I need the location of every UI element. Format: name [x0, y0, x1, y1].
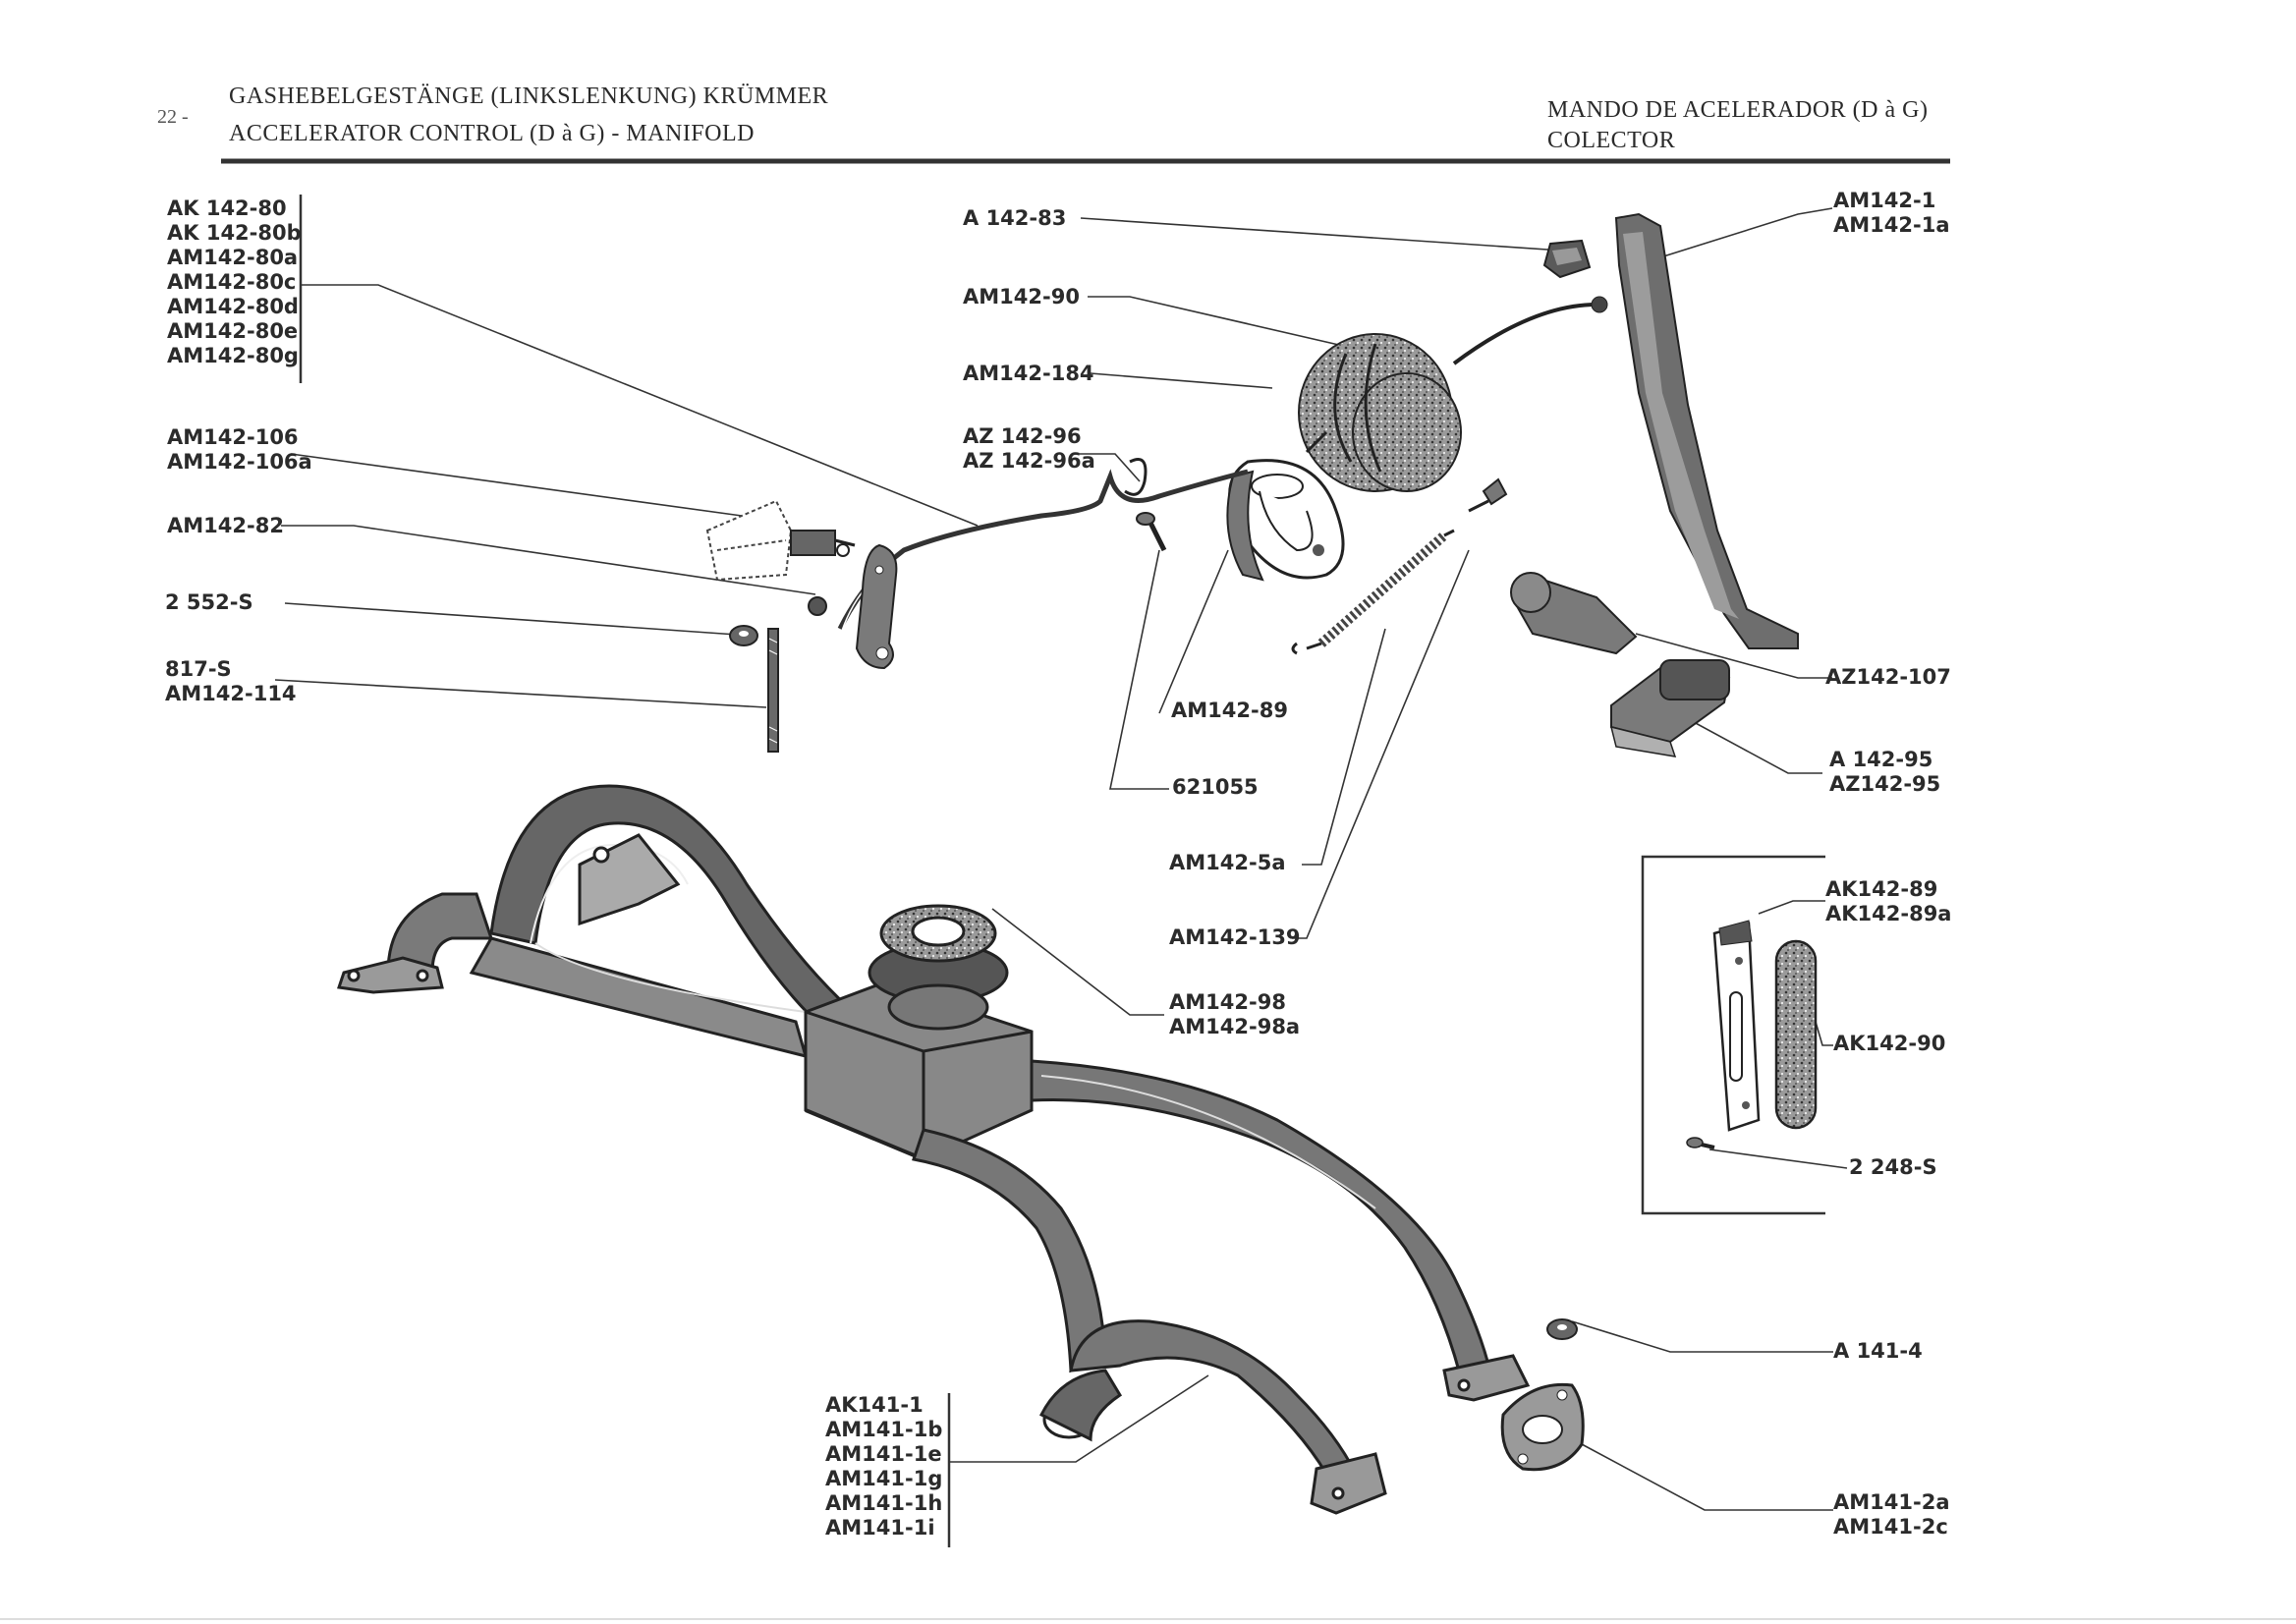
nut [729, 625, 758, 646]
label-2552-s: 2 552-S [165, 590, 253, 614]
label-am142-82: AM142-82 [167, 514, 284, 537]
header-title-spanish-1: MANDO DE ACELERADOR (D à G) [1547, 97, 1929, 123]
throttle-bracket [705, 499, 793, 582]
label-817-s-group: 817-S AM142-114 [165, 657, 297, 705]
pedal-pad [1510, 572, 1638, 655]
label-az142-96-group: AZ 142-96 AZ 142-96a [963, 424, 1095, 473]
stud [767, 628, 779, 753]
label-am142-98-group: AM142-98 AM142-98a [1169, 990, 1301, 1038]
label-am142-5a: AM142-5a [1169, 851, 1286, 874]
label-ak142-80-group: AK 142-80 AK 142-80b AM142-80a AM142-80c… [167, 196, 302, 367]
inset-screw [1686, 1137, 1715, 1149]
rod-clip [1124, 458, 1148, 496]
label-ak142-89-group: AK142-89 AK142-89a [1825, 877, 1952, 925]
manifold-nut [1546, 1318, 1578, 1340]
pedal-lever [1614, 212, 1799, 649]
label-am142-1-group: AM142-1 AM142-1a [1833, 189, 1950, 237]
rubber-boot [1298, 296, 1608, 492]
floor-plate [1226, 459, 1345, 582]
throttle-clamp [790, 530, 856, 557]
header-title-english: ACCELERATOR CONTROL (D à G) - MANIFOLD [229, 121, 755, 146]
label-2248-s: 2 248-S [1849, 1155, 1937, 1179]
stop-block [1542, 239, 1592, 279]
washer [808, 596, 827, 616]
throttle-lever [855, 543, 898, 670]
label-a142-83: A 142-83 [963, 206, 1067, 230]
label-ak141-1-group: AK141-1 AM141-1b AM141-1e AM141-1g AM141… [825, 1393, 943, 1540]
leader-lines [274, 207, 1848, 1511]
label-bracket-bars [299, 195, 951, 1547]
pedal-hinge [1609, 659, 1731, 757]
return-spring [1291, 529, 1455, 655]
page-number: 22 - [157, 106, 189, 128]
label-az142-107: AZ142-107 [1825, 665, 1951, 689]
label-am142-90: AM142-90 [963, 285, 1080, 308]
spring-clip [1468, 477, 1508, 513]
label-a141-4: A 141-4 [1833, 1339, 1923, 1363]
label-am142-139: AM142-139 [1169, 925, 1301, 949]
header-title-german: GASHEBELGESTÄNGE (LINKSLENKUNG) KRÜMMER [229, 84, 829, 109]
label-a142-95-group: A 142-95 AZ142-95 [1829, 748, 1941, 796]
exhaust-gasket [1500, 1382, 1585, 1472]
label-am142-89: AM142-89 [1171, 699, 1288, 722]
inset-gasket [1774, 939, 1818, 1130]
label-621055: 621055 [1172, 775, 1259, 799]
header-title-spanish-2: COLECTOR [1547, 128, 1676, 153]
label-am141-2-group: AM141-2a AM141-2c [1833, 1490, 1950, 1539]
manifold [337, 784, 1531, 1515]
label-am142-184: AM142-184 [963, 362, 1094, 385]
label-ak142-90: AK142-90 [1833, 1032, 1946, 1055]
screw [1136, 512, 1167, 552]
label-am142-106-group: AM142-106 AM142-106a [167, 425, 312, 474]
inset-plate [1712, 920, 1761, 1132]
inset-frame [1641, 855, 1825, 1215]
